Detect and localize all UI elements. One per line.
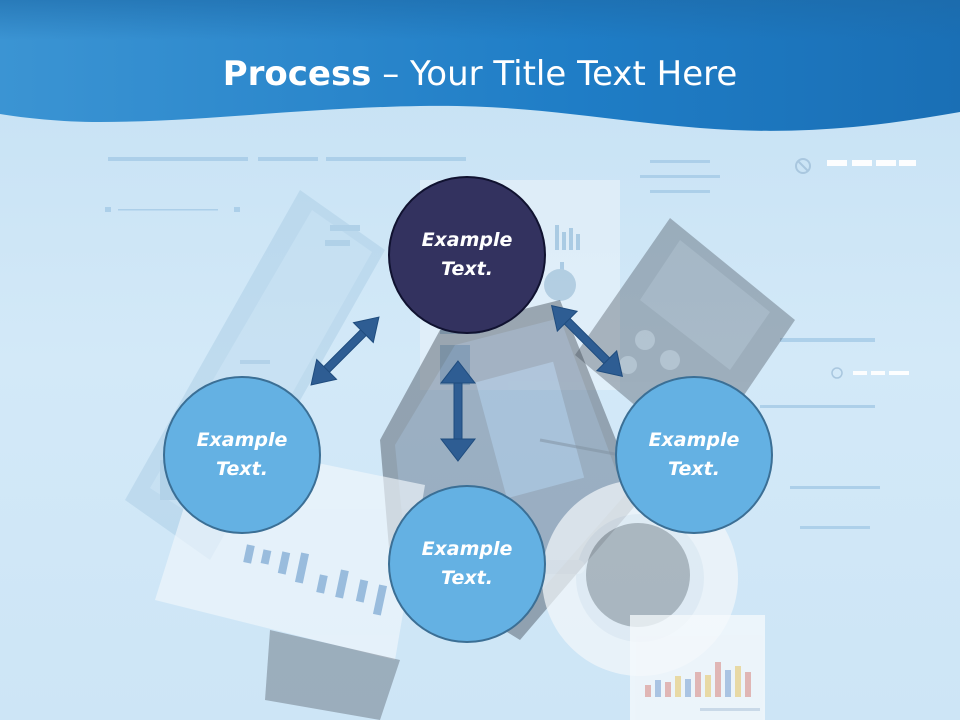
node-text-line1: Example <box>648 429 740 451</box>
node-text-line1: Example <box>421 538 513 560</box>
node-text-line2: Text. <box>216 458 268 480</box>
double-arrow-icon <box>310 316 380 386</box>
node-text-line1: Example <box>421 229 513 251</box>
node-text-line2: Text. <box>441 567 493 589</box>
title-rest: – Your Title Text Here <box>371 54 738 94</box>
node-text-line2: Text. <box>668 458 720 480</box>
page-title: Process – Your Title Text Here <box>0 52 960 96</box>
process-node-right: Example Text. <box>615 376 773 534</box>
process-node-top: Example Text. <box>388 176 546 334</box>
process-node-left: Example Text. <box>163 376 321 534</box>
double-arrow-icon <box>439 360 477 462</box>
double-arrow-icon <box>550 304 624 378</box>
title-bold: Process <box>222 54 372 94</box>
node-text-line1: Example <box>196 429 288 451</box>
process-node-bottom: Example Text. <box>388 485 546 643</box>
node-text-line2: Text. <box>441 258 493 280</box>
